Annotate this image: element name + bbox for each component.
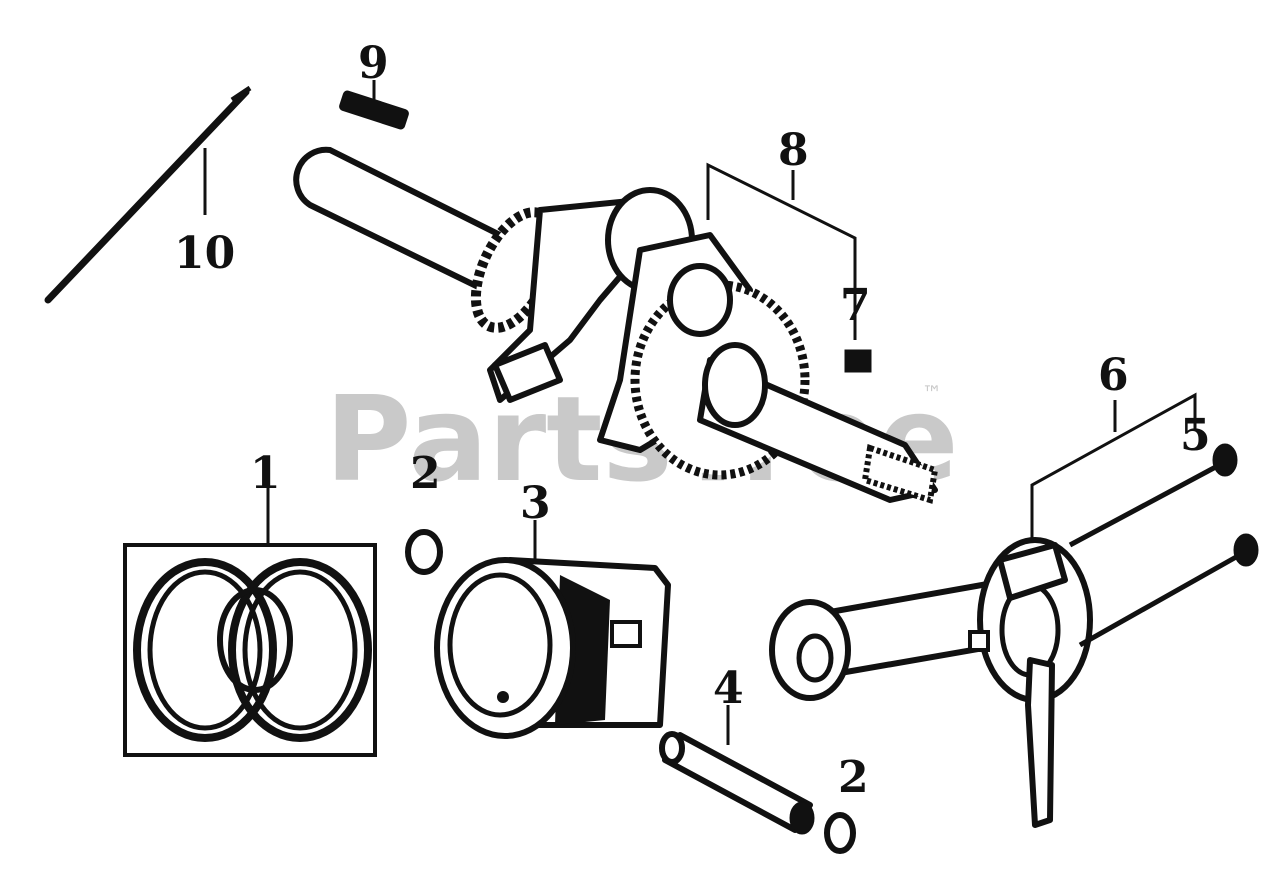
part-6-connecting-rod[interactable]	[769, 392, 1197, 828]
callout-7: 7	[840, 280, 871, 331]
part-10-dipper[interactable]	[44, 85, 252, 304]
watermark-trademark: ™	[922, 381, 942, 405]
part-7-key[interactable]	[844, 349, 872, 373]
part-2-clip-bottom[interactable]	[824, 812, 856, 854]
callout-5: 5	[1180, 410, 1211, 461]
callout-10: 10	[174, 228, 235, 279]
callout-2-top: 2	[410, 448, 441, 499]
part-8-crankshaft[interactable]	[293, 146, 939, 504]
part-2-clip-top[interactable]	[405, 529, 443, 575]
callout-3: 3	[520, 478, 551, 529]
callout-4: 4	[713, 663, 744, 714]
part-3-piston[interactable]	[434, 520, 671, 739]
callout-1: 1	[250, 448, 281, 499]
part-4-piston-pin[interactable]	[659, 705, 815, 835]
callout-6: 6	[1098, 350, 1129, 401]
part-9-key[interactable]	[339, 80, 410, 130]
callout-9: 9	[358, 38, 389, 89]
callout-8: 8	[778, 125, 809, 176]
callout-2-bottom: 2	[838, 752, 869, 803]
part-1-ring-set[interactable]	[123, 485, 377, 757]
part-5-bolts[interactable]	[1068, 443, 1259, 648]
